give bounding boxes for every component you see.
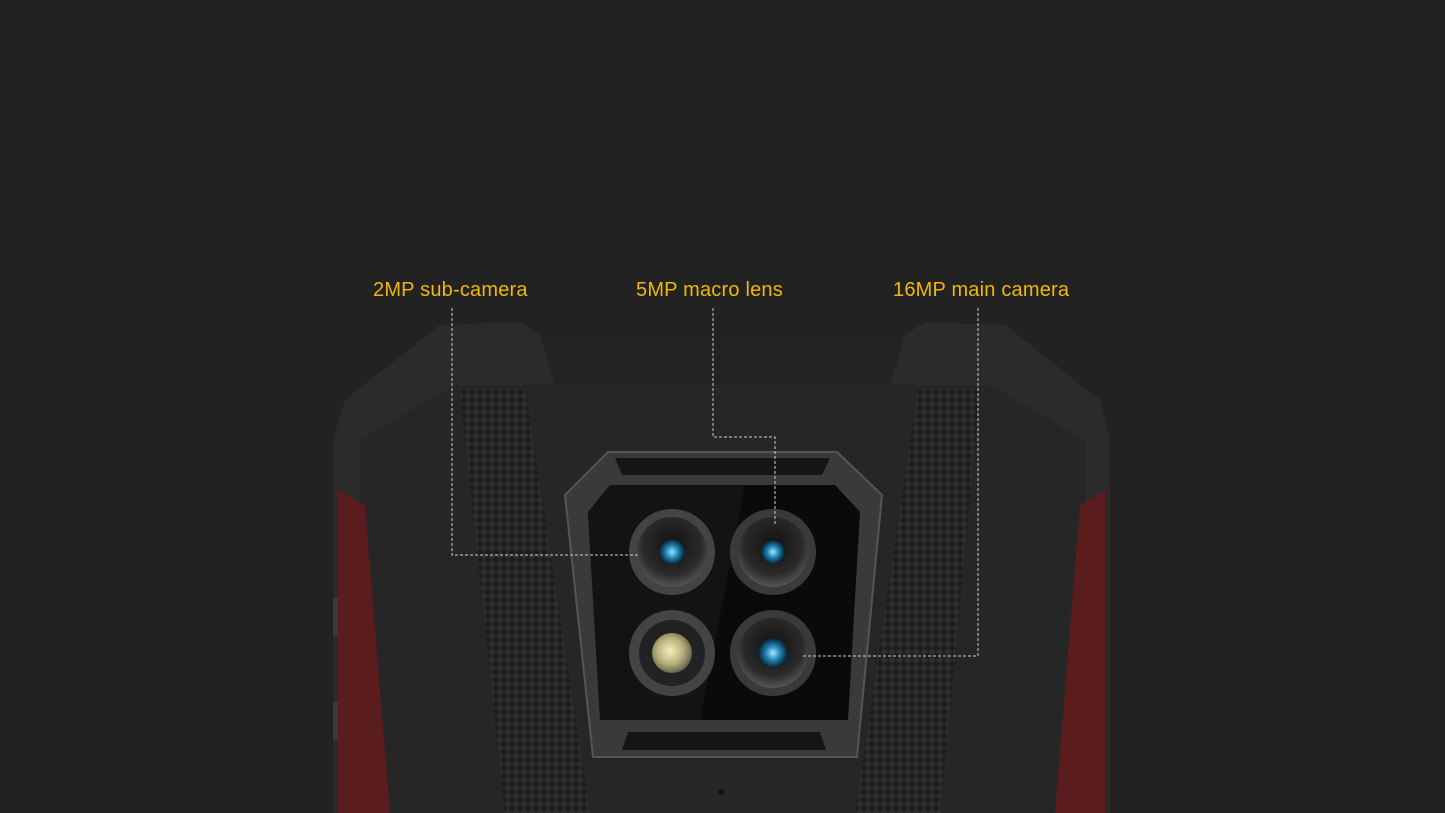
macro-lens	[730, 509, 816, 595]
main-camera-lens	[730, 610, 816, 696]
grip-texture-right	[855, 390, 980, 813]
grip-texture-left	[460, 390, 590, 813]
macro-lens-label: 5MP macro lens	[636, 279, 783, 301]
side-button	[333, 598, 338, 636]
sub-camera-label: 2MP sub-camera	[373, 279, 528, 301]
flash-icon	[629, 610, 715, 696]
leader-line-sub-camera	[451, 308, 640, 556]
red-side-accent-right	[1055, 490, 1105, 813]
red-side-accent-left	[338, 490, 390, 813]
camera-module	[563, 451, 884, 758]
leader-line-main-camera	[803, 308, 979, 657]
main-camera-label: 16MP main camera	[893, 279, 1070, 301]
side-button	[333, 702, 338, 740]
sub-camera-lens	[629, 509, 715, 595]
microphone-hole	[718, 789, 724, 795]
leader-lines	[451, 308, 979, 657]
leader-line-macro-lens	[712, 308, 776, 525]
